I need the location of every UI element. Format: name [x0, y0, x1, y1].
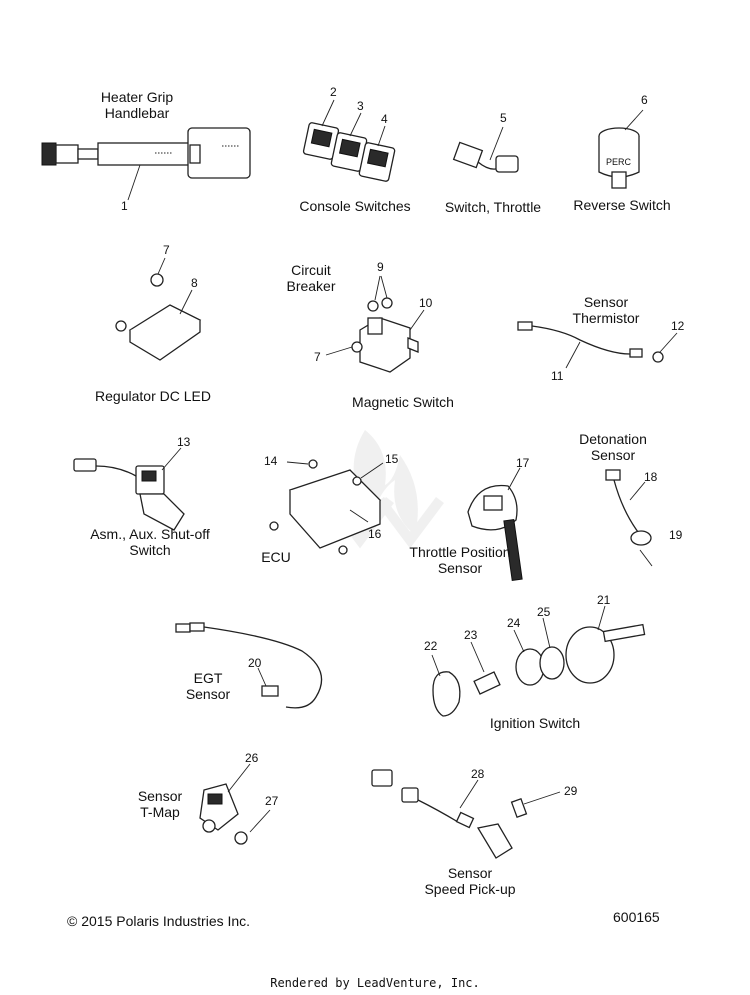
callout-25: 25	[537, 605, 551, 619]
callout-18: 18	[644, 470, 658, 484]
label-heater-grip-line1: Heater Grip	[100, 89, 174, 105]
callout-12: 12	[671, 319, 685, 333]
callout-1: 1	[121, 199, 128, 213]
rendered-by-text: Rendered by LeadVenture, Inc.	[270, 976, 480, 990]
label-sensor-tmap-line2: T-Map	[140, 804, 180, 820]
label-detonation-sensor-line2: Sensor	[590, 447, 636, 463]
magnetic-switch-part	[325, 275, 425, 373]
callout-27: 27	[265, 794, 279, 808]
callout-11: 11	[551, 369, 564, 383]
label-regulator-dc-led: Regulator DC LED	[95, 388, 211, 404]
callout-9: 9	[377, 260, 384, 274]
label-throttle-position-line1: Throttle Position	[409, 544, 511, 560]
tmap-sensor-part	[199, 763, 271, 845]
callout-17: 17	[516, 456, 530, 470]
label-aux-shutoff-line2: Switch	[129, 542, 171, 558]
label-speed-pickup-line2: Speed Pick-up	[424, 881, 516, 897]
label-aux-shutoff: Asm., Aux. Shut-off Switch	[88, 526, 212, 558]
ignition-switch-part	[431, 605, 646, 717]
callout-20: 20	[248, 656, 262, 670]
perc-marking: PERC	[606, 157, 632, 167]
reverse-switch-part	[598, 109, 644, 189]
ecu-part	[269, 459, 384, 555]
callout-13: 13	[177, 435, 191, 449]
heater-grip-part	[41, 127, 251, 201]
callout-26: 26	[245, 751, 259, 765]
callout-28: 28	[471, 767, 485, 781]
label-detonation-sensor-line1: Detonation	[579, 431, 647, 447]
callout-23: 23	[464, 628, 478, 642]
label-circuit-breaker-line2: Breaker	[286, 278, 336, 294]
callout-10: 10	[419, 296, 433, 310]
aux-shutoff-part	[73, 447, 185, 531]
label-reverse-switch: Reverse Switch	[573, 197, 671, 213]
label-heater-grip-line2: Handlebar	[104, 105, 170, 121]
label-sensor-thermistor-line2: Thermistor	[572, 310, 640, 326]
detonation-sensor-part	[605, 469, 653, 567]
callout-14: 14	[264, 454, 278, 468]
label-sensor-tmap: Sensor T-Map	[130, 788, 190, 820]
label-ignition-switch: Ignition Switch	[489, 715, 581, 731]
label-aux-shutoff-line1: Asm., Aux. Shut-off	[90, 526, 210, 542]
callout-8: 8	[191, 276, 198, 290]
callout-6: 6	[641, 93, 648, 107]
label-ecu: ECU	[261, 549, 291, 565]
diagram-number: 600165	[613, 909, 660, 925]
callout-5: 5	[500, 111, 507, 125]
regulator-part	[115, 257, 202, 361]
label-circuit-breaker: Circuit Breaker	[284, 262, 338, 294]
callout-21: 21	[597, 593, 611, 607]
callout-3: 3	[357, 99, 364, 113]
label-speed-pickup-line1: Sensor	[447, 865, 493, 881]
callout-7-magnetic: 7	[314, 350, 321, 364]
copyright-text: © 2015 Polaris Industries Inc.	[67, 913, 251, 929]
callout-24: 24	[507, 616, 521, 630]
label-throttle-position-line2: Sensor	[437, 560, 483, 576]
label-speed-pickup: Sensor Speed Pick-up	[414, 865, 526, 897]
callout-4: 4	[381, 112, 388, 126]
label-heater-grip: Heater Grip Handlebar	[82, 89, 192, 121]
label-console-switches: Console Switches	[299, 198, 411, 214]
console-switches-part	[302, 99, 396, 182]
callout-19: 19	[669, 528, 683, 542]
label-magnetic-switch: Magnetic Switch	[352, 394, 454, 410]
callout-29: 29	[564, 784, 578, 798]
label-detonation-sensor: Detonation Sensor	[570, 431, 656, 463]
egt-sensor-part	[175, 622, 323, 709]
label-switch-throttle: Switch, Throttle	[444, 199, 542, 215]
throttle-switch-part	[452, 126, 519, 173]
label-sensor-tmap-line1: Sensor	[137, 788, 183, 804]
callout-22: 22	[424, 639, 438, 653]
label-sensor-thermistor-line1: Sensor	[583, 294, 629, 310]
label-throttle-position: Throttle Position Sensor	[396, 544, 524, 576]
callout-7-regulator: 7	[163, 243, 170, 257]
callout-16: 16	[368, 527, 382, 541]
throttle-position-sensor-part	[467, 467, 523, 581]
label-egt-sensor: EGT Sensor	[178, 670, 238, 702]
callout-2: 2	[330, 85, 337, 99]
callout-15: 15	[385, 452, 399, 466]
label-egt-sensor-line2: Sensor	[185, 686, 231, 702]
sensor-thermistor-part	[517, 321, 678, 369]
label-sensor-thermistor: Sensor Thermistor	[564, 294, 648, 326]
speed-pickup-part	[371, 769, 561, 859]
label-circuit-breaker-line1: Circuit	[291, 262, 331, 278]
label-egt-sensor-line1: EGT	[193, 670, 223, 686]
